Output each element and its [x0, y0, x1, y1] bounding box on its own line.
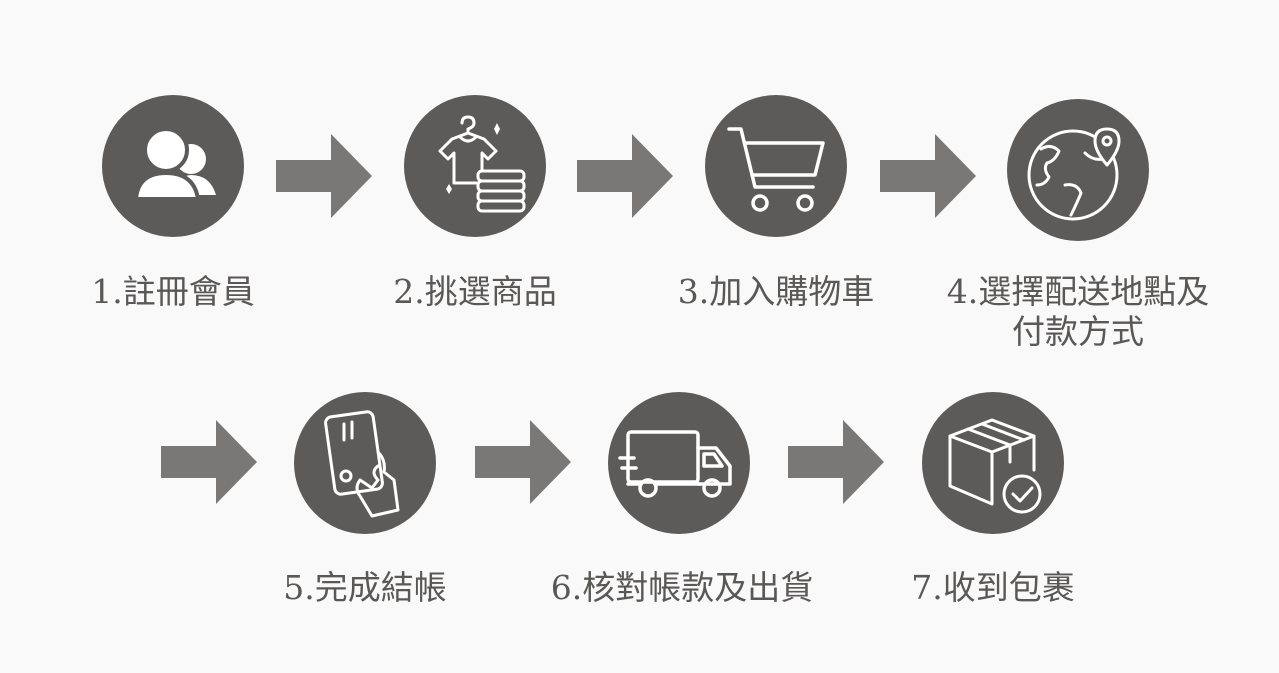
step-2-circle	[404, 95, 546, 237]
package-check-icon	[948, 418, 1042, 514]
arrow-1	[276, 134, 372, 218]
step-6-circle	[608, 392, 750, 534]
credit-card-hand-icon	[324, 410, 400, 518]
clothing-icon	[438, 115, 526, 213]
step-5-circle	[294, 392, 436, 534]
step-3-label: 3.加入購物車	[677, 272, 875, 311]
step-1-label: 1.註冊會員	[91, 272, 255, 311]
arrow-6	[788, 420, 884, 504]
step-5-label: 5.完成結帳	[283, 568, 447, 607]
step-3-circle	[705, 95, 847, 237]
step-4-label: 4.選擇配送地點及 付款方式	[928, 272, 1228, 352]
arrow-5	[475, 420, 571, 504]
step-2-label: 2.挑選商品	[393, 272, 557, 311]
step-6-label: 6.核對帳款及出貨	[550, 568, 814, 607]
shopping-cart-icon	[727, 127, 825, 212]
arrow-3	[880, 134, 976, 218]
step-4-label-line-1: 4.選擇配送地點及	[946, 272, 1210, 311]
arrow-4	[161, 420, 257, 504]
users-icon	[133, 127, 216, 201]
step-7-label: 7.收到包裹	[911, 568, 1075, 607]
globe-location-icon	[1027, 127, 1121, 221]
step-1-circle	[102, 95, 244, 237]
step-4-circle	[1007, 99, 1149, 241]
step-4-label-line-2: 付款方式	[1012, 312, 1144, 351]
delivery-truck-icon	[618, 430, 732, 498]
step-7-circle	[922, 392, 1064, 534]
arrow-2	[577, 134, 673, 218]
